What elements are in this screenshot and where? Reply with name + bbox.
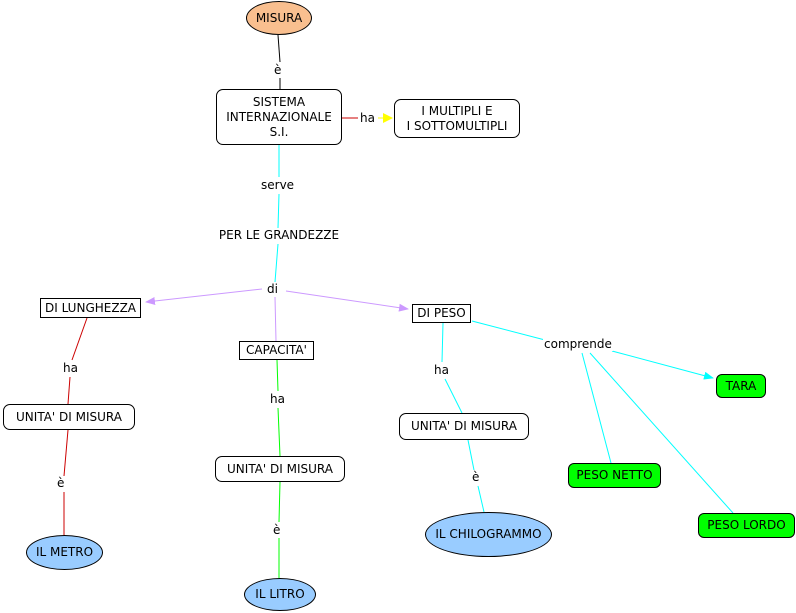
node-misura[interactable]: MISURA [246,1,312,35]
node-di-peso[interactable]: DI PESO [412,304,471,323]
link-comprende-peso-lordo [589,352,734,514]
link-label-e-capacita: è [272,523,282,537]
link-ha-unita-capacita [277,407,281,457]
node-il-litro[interactable]: IL LITRO [244,578,316,611]
link-label-ha-multipli: ha [359,111,376,125]
node-lunghezza-label: DI LUNGHEZZA [45,300,136,315]
node-sistema-label: SISTEMA INTERNAZIONALE S.I. [226,94,332,139]
link-label-e-peso: è [471,470,481,484]
link-ha-unita-lunghezza [67,376,71,405]
node-peso-netto[interactable]: PESO NETTO [568,463,661,488]
node-unita-peso[interactable]: UNITA' DI MISURA [399,413,529,440]
link-di-lunghezza [145,288,263,305]
node-unita-capacita[interactable]: UNITA' DI MISURA [215,456,345,482]
link-peso-ha [441,322,444,363]
link-unita-peso-e [467,439,475,471]
node-capacita[interactable]: CAPACITA' [239,341,314,360]
node-di-lunghezza[interactable]: DI LUNGHEZZA [40,298,141,318]
link-label-e-lunghezza: è [56,476,66,490]
link-comprende-tara [611,350,714,380]
link-unita-lunghezza-e [63,429,69,477]
node-il-chilogrammo[interactable]: IL CHILOGRAMMO [425,512,552,557]
node-misura-label: MISURA [255,10,303,25]
node-unita-lunghezza-label: UNITA' DI MISURA [16,409,122,424]
link-label-e-misura: è [273,63,283,77]
link-label-ha-lunghezza: ha [62,361,79,375]
link-capacita-ha [276,359,279,392]
node-multipli[interactable]: I MULTIPLI E I SOTTOMULTIPLI [394,99,520,138]
node-per-le-grandezze[interactable]: PER LE GRANDEZZE [214,228,344,244]
link-label-serve: serve [260,178,296,192]
node-tara[interactable]: TARA [716,374,766,398]
node-chilogrammo-label: IL CHILOGRAMMO [435,527,542,541]
node-il-metro[interactable]: IL METRO [26,535,103,570]
link-peso-comprende [471,320,546,341]
node-capacita-label: CAPACITA' [246,343,307,357]
link-di-capacita [274,296,277,342]
node-peso-lordo-label: PESO LORDO [707,518,786,532]
link-ha-unita-peso [444,378,463,414]
link-label-ha-peso: ha [433,363,450,377]
node-peso-netto-label: PESO NETTO [576,468,653,482]
node-unita-capacita-label: UNITA' DI MISURA [227,461,333,476]
link-unita-capacita-e [278,481,281,523]
link-serve-grandezze [277,193,280,229]
link-label-comprende: comprende [543,337,613,351]
node-peso-label: DI PESO [417,306,466,320]
link-lunghezza-ha [71,317,88,361]
node-unita-lunghezza[interactable]: UNITA' DI MISURA [3,404,135,430]
node-multipli-label: I MULTIPLI E I SOTTOMULTIPLI [406,103,508,133]
link-grandezze-di [274,243,279,283]
node-unita-peso-label: UNITA' DI MISURA [411,419,517,433]
node-metro-label: IL METRO [35,545,94,559]
node-litro-label: IL LITRO [255,587,305,601]
link-label-ha-capacita: ha [269,392,286,406]
node-peso-lordo[interactable]: PESO LORDO [698,513,795,538]
link-misura-e [277,34,281,63]
node-sistema-internazionale[interactable]: SISTEMA INTERNAZIONALE S.I. [216,89,342,145]
link-comprende-peso-netto [581,352,612,464]
link-e-chilogrammo [477,485,485,513]
node-tara-label: TARA [725,378,757,393]
link-label-di: di [266,282,279,296]
node-grandezze-label: PER LE GRANDEZZE [218,228,340,242]
link-di-peso [285,290,409,312]
